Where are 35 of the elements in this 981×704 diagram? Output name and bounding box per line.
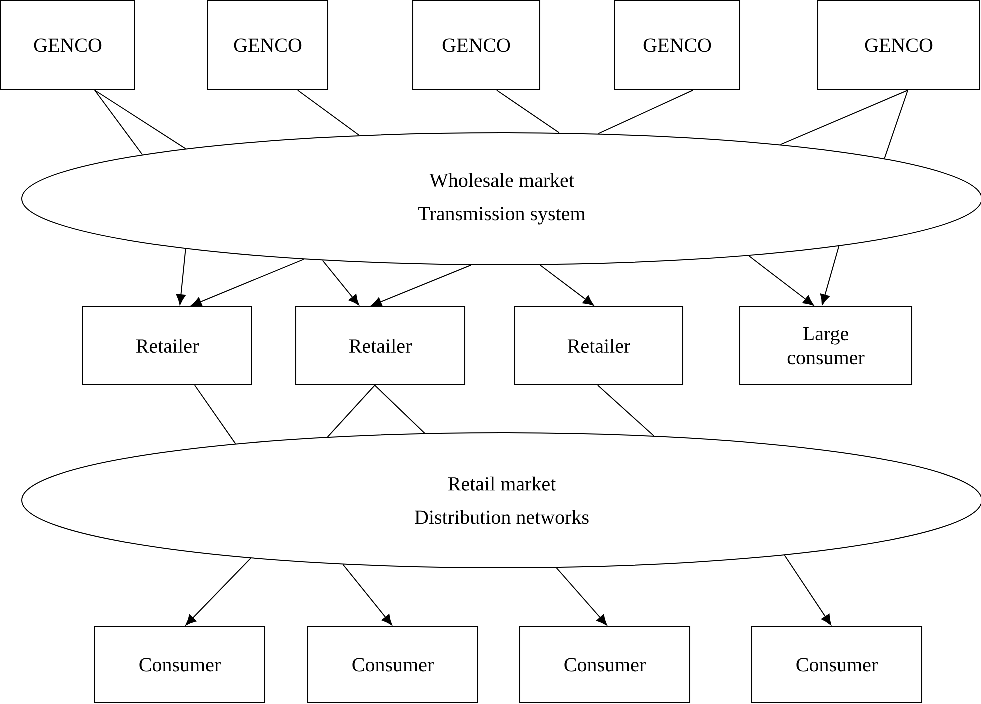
arrow (371, 264, 472, 307)
arrow (342, 564, 392, 626)
process-box: GENCO (412, 0, 541, 90)
process-box: Retailer (82, 306, 252, 386)
process-box: Retailer (514, 306, 684, 386)
arrow (820, 246, 840, 306)
connector-line (194, 385, 236, 444)
process-box: Consumer (94, 626, 266, 704)
process-box: Large consumer (740, 306, 912, 386)
connector-line (94, 90, 144, 156)
connector-line (884, 90, 908, 160)
connector-line (374, 385, 426, 434)
connector-line (598, 385, 654, 436)
arrow (191, 259, 304, 307)
process-box: GENCO (0, 0, 136, 90)
arrow (322, 260, 360, 306)
arrow (784, 554, 832, 626)
process-box: Consumer (520, 626, 690, 704)
connector-line (327, 385, 376, 438)
process-box: GENCO (208, 0, 328, 90)
connector-line (298, 90, 360, 136)
arrow (556, 568, 608, 626)
process-box: GENCO (614, 0, 740, 90)
process-box: GENCO (818, 0, 980, 90)
connector-line (780, 90, 908, 146)
arrow (176, 248, 186, 306)
process-box: Consumer (308, 626, 478, 704)
arrow (540, 264, 594, 306)
process-box: Consumer (752, 626, 922, 704)
connector-line (496, 90, 560, 134)
arrow (186, 558, 252, 626)
connector-line (598, 90, 694, 134)
arrow (748, 256, 814, 306)
process-box: Retailer (296, 306, 466, 386)
connector-line (94, 90, 186, 150)
